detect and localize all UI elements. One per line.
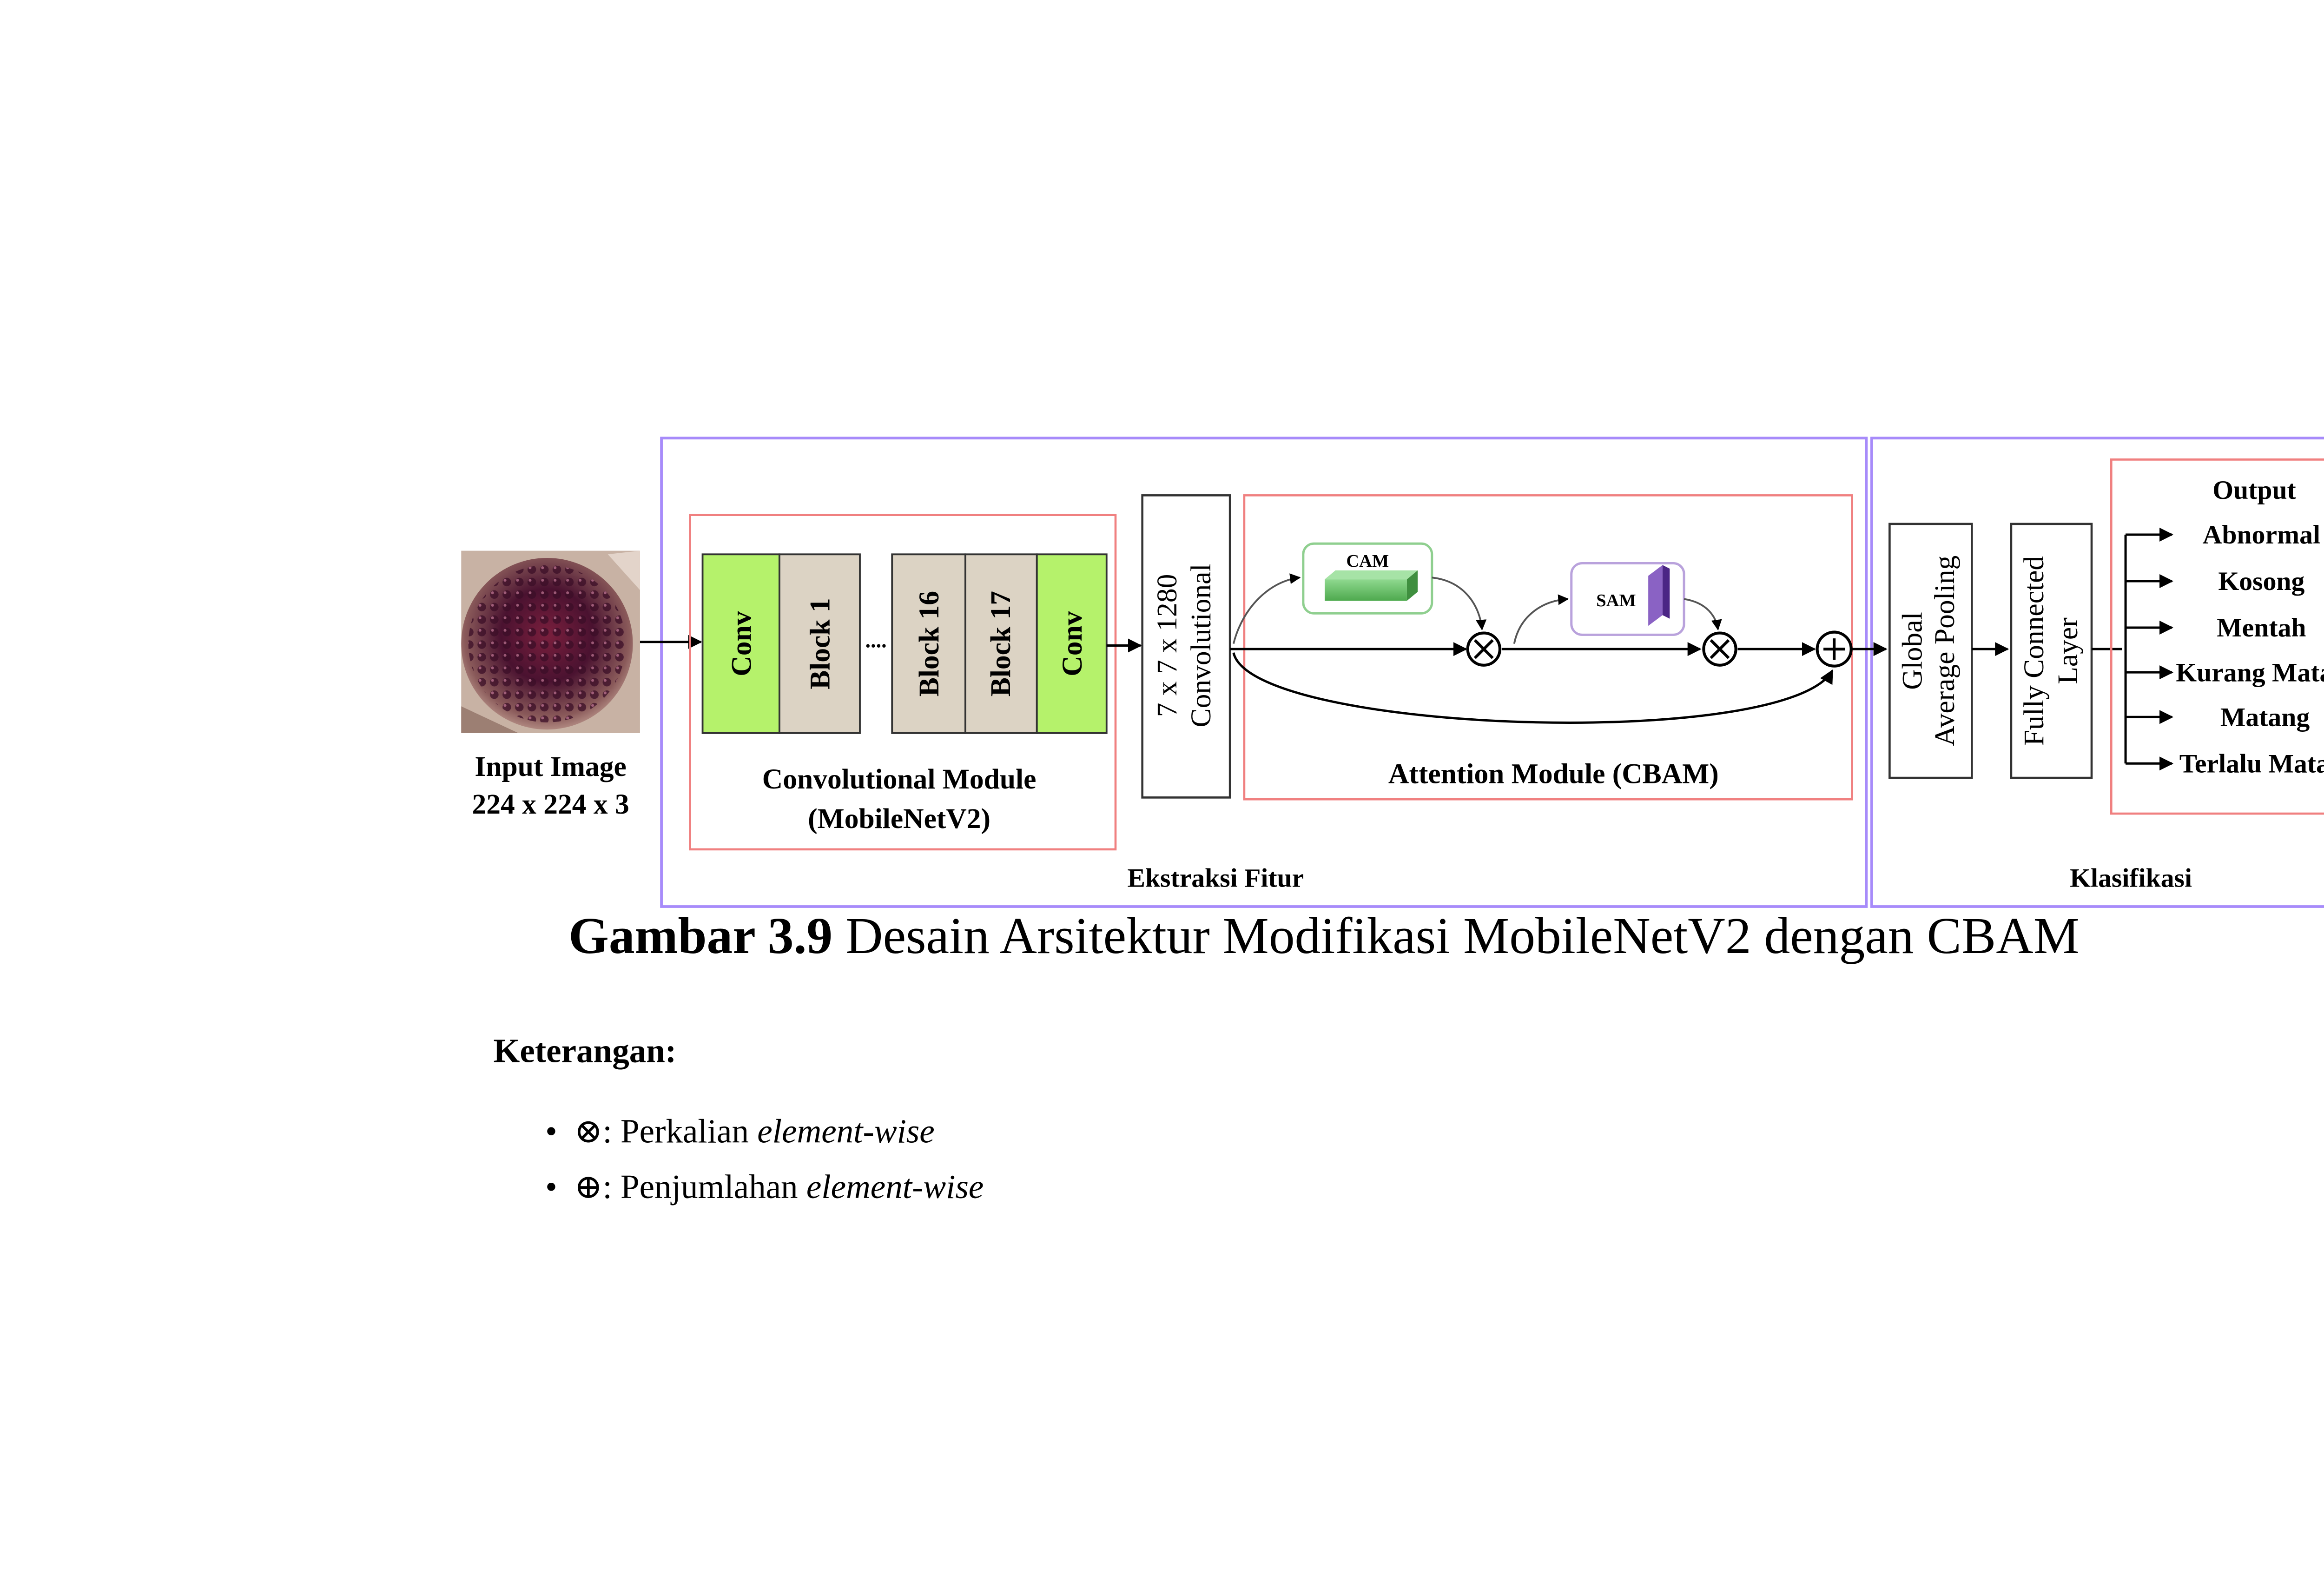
- input-label-line2: 224 x 224 x 3: [472, 788, 629, 820]
- block-label-conv-first: Conv: [726, 611, 757, 676]
- multiply-node-1: [1466, 631, 1502, 667]
- output-title: Output: [2212, 476, 2296, 505]
- output-class-abnormal: Abnormal: [2203, 520, 2320, 550]
- output-class-matang: Matang: [2220, 703, 2310, 732]
- block-conv-last: [1036, 553, 1108, 734]
- output-branches: [2126, 528, 2174, 771]
- classification-title: Klasifikasi: [2070, 864, 2192, 893]
- fc-line2: Layer: [2052, 617, 2084, 684]
- legend-item-multiply: • ⊗: Perkalian element-wise: [545, 1114, 935, 1152]
- output-class-terlalu-matang: Terlalu Matang: [2179, 749, 2324, 779]
- cam-branch-in: [1232, 573, 1301, 644]
- block-label-16: Block 16: [913, 591, 945, 696]
- gap-line1: Global: [1897, 612, 1928, 689]
- feature-extraction-box: [660, 437, 1868, 908]
- legend-title: Keterangan:: [493, 1033, 677, 1071]
- legend-item-multiply-emph: element-wise: [757, 1114, 935, 1152]
- conv-module-title-line2: (MobileNetV2): [808, 803, 990, 835]
- block-conv-first: [701, 553, 780, 734]
- attention-module-box: [1243, 494, 1853, 801]
- cam-label: CAM: [1346, 551, 1389, 571]
- output-class-kurang-matang: Kurang Matang: [2176, 658, 2324, 687]
- legend-item-add-emph: element-wise: [806, 1169, 984, 1207]
- gap-line2: Average Pooling: [1929, 556, 1961, 747]
- block-label-17: Block 17: [985, 591, 1017, 696]
- cam-branch-out: [1432, 576, 1487, 631]
- legend-item-add-text: : Penjumlahan: [602, 1169, 806, 1207]
- feature-map-box: [1141, 494, 1231, 799]
- block-17: [964, 553, 1038, 734]
- classification-box: [1870, 437, 2324, 908]
- legend-item-add: • ⊕: Penjumlahan element-wise: [545, 1169, 984, 1207]
- conv-blocks: Conv Block 1 .... Block 16 Block 17 Conv: [701, 553, 1108, 734]
- legend-item-multiply-text: : Perkalian: [602, 1114, 758, 1152]
- add-symbol-icon: ⊕: [574, 1169, 603, 1207]
- input-label-line1: Input Image: [475, 751, 626, 782]
- multiply-symbol-icon: ⊗: [574, 1114, 603, 1152]
- cam-channel-icon: [1325, 570, 1418, 601]
- output-class-kosong: Kosong: [2218, 567, 2304, 596]
- residual-skip-path: [1232, 652, 1834, 724]
- input-image: [461, 550, 640, 733]
- fc-line1: Fully Connected: [2018, 556, 2050, 746]
- fc-box: [2010, 523, 2093, 779]
- block-1: [779, 553, 861, 734]
- conv-module-title-line1: Convolutional Module: [762, 763, 1037, 795]
- feature-extraction-title: Ekstraksi Fitur: [1127, 864, 1304, 893]
- figure-caption-label: Gambar 3.9: [568, 908, 833, 966]
- block-ellipsis: ....: [865, 628, 887, 652]
- feature-map-line2: Convolutional: [1185, 563, 1217, 727]
- figure-caption: Gambar 3.9 Desain Arsitektur Modifikasi …: [568, 908, 2080, 967]
- feature-map-line1: 7 x 7 x 1280: [1151, 574, 1183, 717]
- block-label-1: Block 1: [805, 598, 836, 689]
- sam-branch-in: [1513, 594, 1569, 644]
- figure-caption-text: Desain Arsitektur Modifikasi MobileNetV2…: [832, 908, 2080, 966]
- gap-box: [1888, 523, 1973, 779]
- multiply-node-2: [1702, 631, 1737, 667]
- sam-label: SAM: [1596, 591, 1636, 610]
- output-class-mentah: Mentah: [2217, 613, 2306, 643]
- sam-branch-out: [1684, 598, 1722, 631]
- sam-spatial-icon: [1648, 565, 1670, 626]
- conv-module-box: [689, 514, 1117, 851]
- block-label-conv-last: Conv: [1056, 611, 1088, 676]
- attention-module-title: Attention Module (CBAM): [1388, 758, 1719, 790]
- add-node: [1816, 630, 1853, 668]
- output-box: [2110, 458, 2324, 815]
